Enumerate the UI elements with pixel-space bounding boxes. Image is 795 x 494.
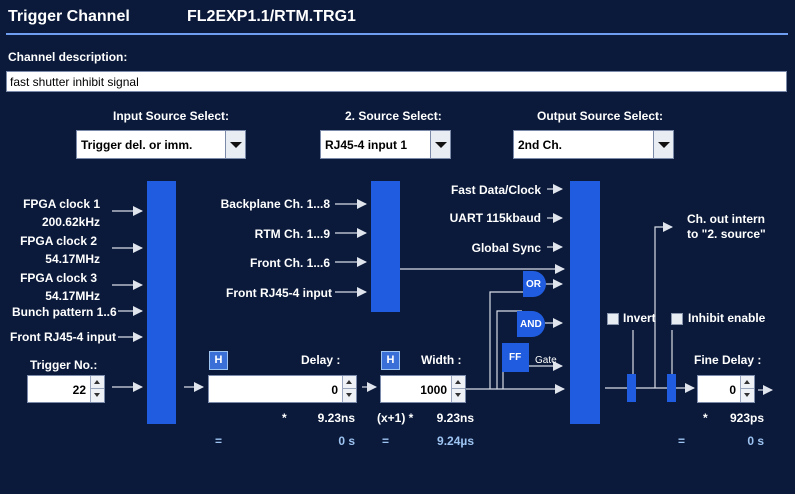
fine-delay-mult-sign: * xyxy=(703,411,708,425)
spin-down-icon[interactable] xyxy=(741,389,754,402)
input-label: Bunch pattern 1..6 xyxy=(12,305,117,319)
second-source-value: RJ45-4 input 1 xyxy=(325,138,408,152)
delay-eq: = xyxy=(215,434,223,448)
header-divider xyxy=(6,33,788,35)
width-label: Width : xyxy=(421,353,462,367)
spin-up-icon[interactable] xyxy=(452,376,465,389)
output-source-value: 2nd Ch. xyxy=(518,138,562,152)
description-label: Channel description: xyxy=(8,50,128,64)
chevron-down-icon[interactable] xyxy=(225,131,245,158)
output-source-item: Global Sync xyxy=(471,241,541,255)
width-step: 9.23ns xyxy=(436,411,474,425)
delay-input[interactable]: 0 xyxy=(208,375,357,403)
width-input[interactable]: 1000 xyxy=(380,375,466,403)
trigger-no-spinner[interactable] xyxy=(90,376,104,402)
second-source-item: RTM Ch. 1...9 xyxy=(254,227,330,241)
description-input[interactable]: fast shutter inhibit signal xyxy=(6,71,787,92)
input-freq: 54.17MHz xyxy=(45,252,100,266)
width-result: 9.24µs xyxy=(437,434,474,448)
second-source-item: Backplane Ch. 1...8 xyxy=(220,197,330,211)
width-eq: = xyxy=(382,434,390,448)
input-source-label: Input Source Select: xyxy=(113,109,230,123)
spin-down-icon[interactable] xyxy=(91,389,104,402)
chevron-down-icon[interactable] xyxy=(430,131,450,158)
width-value: 1000 xyxy=(420,383,447,397)
input-label: FPGA clock 3 xyxy=(20,271,97,285)
delay-mult-sign: * xyxy=(282,411,287,425)
input-label: FPGA clock 2 xyxy=(20,234,97,248)
ch-out-note-line1: Ch. out intern xyxy=(687,212,765,226)
or-gate: OR xyxy=(523,271,546,297)
fine-delay-eq: = xyxy=(678,434,686,448)
spin-up-icon[interactable] xyxy=(343,376,356,389)
output-source-label: Output Source Select: xyxy=(537,109,664,123)
channel-path: FL2EXP1.1/RTM.TRG1 xyxy=(187,8,356,25)
trigger-no-label: Trigger No.: xyxy=(30,358,98,372)
second-source-select[interactable]: RJ45-4 input 1 xyxy=(320,130,451,159)
fine-delay-value: 0 xyxy=(729,383,736,397)
input-freq: 200.62kHz xyxy=(41,215,100,229)
fine-delay-input[interactable]: 0 xyxy=(697,375,755,403)
spin-up-icon[interactable] xyxy=(91,376,104,389)
description-value: fast shutter inhibit signal xyxy=(10,75,139,89)
spin-up-icon[interactable] xyxy=(741,376,754,389)
ch-out-note-line2: to "2. source" xyxy=(687,227,766,241)
spin-down-icon[interactable] xyxy=(343,389,356,402)
second-mux-bar xyxy=(371,181,400,312)
inhibit-gate xyxy=(667,374,676,402)
input-source-value: Trigger del. or imm. xyxy=(81,138,193,152)
window-title: Trigger Channel xyxy=(8,8,130,25)
delay-h-button[interactable]: H xyxy=(209,351,228,370)
second-source-label: 2. Source Select: xyxy=(345,109,442,123)
spin-down-icon[interactable] xyxy=(452,389,465,402)
output-mux-bar xyxy=(570,181,600,424)
input-label: FPGA clock 1 xyxy=(23,197,100,211)
invert-gate xyxy=(627,374,636,402)
output-source-select[interactable]: 2nd Ch. xyxy=(513,130,674,159)
input-label: Front RJ45-4 input xyxy=(10,330,117,344)
width-h-button[interactable]: H xyxy=(381,351,400,370)
and-gate-label: AND xyxy=(520,319,542,330)
input-mux-bar xyxy=(147,181,176,424)
delay-spinner[interactable] xyxy=(342,376,356,402)
output-source-item: Fast Data/Clock xyxy=(450,183,541,197)
trigger-no-value: 22 xyxy=(72,383,86,397)
delay-value: 0 xyxy=(331,383,338,397)
fine-delay-label: Fine Delay : xyxy=(694,353,762,367)
flipflop-label: FF xyxy=(509,352,522,363)
or-gate-label: OR xyxy=(526,279,541,290)
output-source-item: UART 115kbaud xyxy=(449,211,541,225)
gate-label: Gate xyxy=(535,355,557,366)
fine-delay-result: 0 s xyxy=(747,434,764,448)
second-source-item: Front Ch. 1...6 xyxy=(249,256,330,270)
invert-checkbox[interactable] xyxy=(607,313,619,325)
inhibit-label: Inhibit enable xyxy=(688,311,766,325)
width-prefix: (x+1) * xyxy=(377,411,414,425)
width-spinner[interactable] xyxy=(451,376,465,402)
fine-delay-step: 923ps xyxy=(729,411,764,425)
chevron-down-icon[interactable] xyxy=(653,131,673,158)
inhibit-checkbox[interactable] xyxy=(671,313,683,325)
and-gate: AND xyxy=(517,311,545,337)
input-freq: 54.17MHz xyxy=(45,289,100,303)
trigger-no-input[interactable]: 22 xyxy=(27,375,105,403)
delay-label: Delay : xyxy=(301,353,341,367)
fine-delay-spinner[interactable] xyxy=(740,376,754,402)
invert-label: Invert xyxy=(623,311,656,325)
flipflop-block: FF xyxy=(502,343,529,372)
delay-step: 9.23ns xyxy=(317,411,355,425)
input-source-select[interactable]: Trigger del. or imm. xyxy=(76,130,246,159)
second-source-item: Front RJ45-4 input xyxy=(225,286,332,300)
delay-result: 0 s xyxy=(338,434,355,448)
